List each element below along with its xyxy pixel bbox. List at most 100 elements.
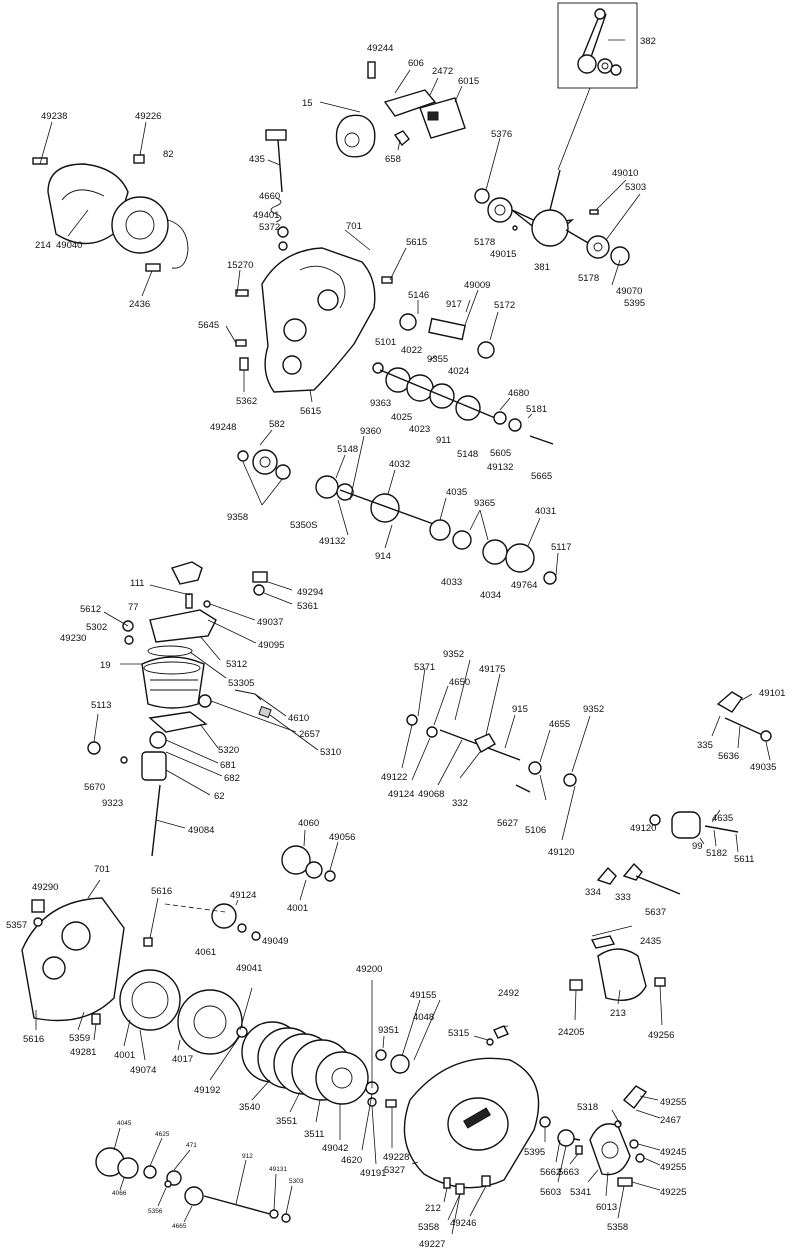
leader-49245	[637, 1143, 661, 1151]
label-49120-middle: 49120	[548, 847, 574, 858]
leader-49056	[329, 841, 339, 871]
leader-49122	[401, 724, 413, 769]
oil-gear-group	[375, 1025, 509, 1074]
bearing-5178-right	[586, 235, 610, 259]
spring-4660	[270, 197, 282, 223]
leader-5315	[473, 1035, 489, 1041]
label-9360: 9360	[360, 426, 381, 437]
leader-2472	[429, 77, 439, 96]
leader-49009	[464, 289, 479, 326]
label-49101: 49101	[759, 688, 785, 699]
leader-5612	[103, 611, 129, 627]
leader-212	[443, 1187, 448, 1203]
label-4033: 4033	[441, 577, 462, 588]
leader-49124a	[411, 737, 431, 781]
leader-49226	[139, 121, 147, 156]
bolt-49256	[654, 977, 666, 987]
leader-49255b	[643, 1157, 661, 1166]
shaft-head-435	[265, 129, 287, 141]
idler-gear-group	[164, 903, 261, 941]
label-5662: 5662	[540, 1167, 561, 1178]
label-5665: 5665	[531, 471, 552, 482]
label-4066: 4066	[112, 1190, 127, 1197]
gear-4034	[482, 539, 508, 565]
label-5395-top: 5395	[624, 298, 645, 309]
leader-4048	[401, 999, 421, 1057]
label-49255-upper: 49255	[660, 1097, 686, 1108]
connecting-rod-inset	[557, 2, 638, 89]
label-49230: 49230	[60, 633, 86, 644]
label-24205: 24205	[558, 1027, 584, 1038]
ignition-group	[32, 154, 189, 272]
leader-4001a	[299, 879, 307, 901]
leader-49246	[469, 1185, 487, 1217]
leader-9355	[429, 355, 437, 361]
label-4060: 4060	[298, 818, 319, 829]
label-212: 212	[425, 1203, 441, 1214]
pump-housing	[419, 97, 466, 139]
clutch-basket-4017	[177, 989, 243, 1055]
label-213: 213	[610, 1008, 626, 1019]
key-2436	[145, 263, 161, 272]
label-49281: 49281	[70, 1047, 96, 1058]
label-49132-upper: 49132	[487, 462, 513, 473]
label-5320: 5320	[218, 745, 239, 756]
label-5357: 5357	[6, 920, 27, 931]
label-4610: 4610	[288, 713, 309, 724]
leader-49035	[765, 741, 771, 761]
guard-213	[597, 948, 647, 1001]
case-rib	[299, 265, 346, 309]
leader-53305	[189, 651, 227, 679]
case-lower-bore-2	[42, 956, 66, 980]
inset-washer	[597, 58, 613, 74]
fork-335	[716, 691, 744, 713]
clutch-cover-group	[403, 1057, 540, 1195]
inset-pointer-line	[557, 87, 591, 171]
label-5181: 5181	[526, 404, 547, 415]
plate-2435	[590, 935, 616, 949]
label-4023: 4023	[409, 424, 430, 435]
label-5148-lower: 5148	[337, 444, 358, 455]
label-5350s: 5350S	[290, 520, 317, 531]
label-5636: 5636	[718, 751, 739, 762]
leader-4665	[183, 1205, 193, 1223]
leader-4680	[499, 397, 511, 411]
stator-hub	[125, 210, 155, 240]
label-49175: 49175	[479, 664, 505, 675]
leader-6013	[605, 1171, 609, 1197]
label-4001-primary: 4001	[114, 1050, 135, 1061]
fork-rod-5637	[635, 875, 681, 895]
label-49124-upper: 49124	[388, 789, 414, 800]
label-49245: 49245	[660, 1147, 686, 1158]
leader-2492	[499, 1025, 509, 1028]
leader-4035	[439, 497, 447, 521]
leader-9358-a	[242, 461, 263, 506]
plug-5645	[235, 339, 247, 347]
pressure-plate-49042	[315, 1051, 369, 1105]
clip-49049	[251, 931, 261, 941]
label-3511: 3511	[304, 1129, 324, 1140]
inset-frame	[557, 2, 638, 89]
leader-682	[165, 751, 223, 777]
label-5616-lower: 5616	[23, 1034, 44, 1045]
leader-4620	[361, 1093, 373, 1151]
leader-5341	[587, 1169, 599, 1183]
shaft-912	[203, 1195, 271, 1215]
label-9323: 9323	[102, 798, 123, 809]
label-49040: 49040	[56, 240, 82, 251]
label-332: 332	[452, 798, 468, 809]
leader-lines	[35, 69, 771, 1235]
inset-rod-edge	[589, 13, 607, 61]
bolt-49294	[252, 571, 268, 583]
label-5612: 5612	[80, 604, 101, 615]
bolt-49246	[481, 1175, 491, 1187]
gear-4001-small	[305, 861, 323, 879]
leader-5117	[555, 552, 559, 576]
label-5616-upper: 5616	[151, 886, 172, 897]
leader-701	[344, 229, 371, 251]
washer-49191	[367, 1097, 377, 1107]
label-49015: 49015	[490, 249, 516, 260]
label-49226: 49226	[135, 111, 161, 122]
label-9352-right: 9352	[583, 704, 604, 715]
leader-49225	[631, 1181, 661, 1191]
